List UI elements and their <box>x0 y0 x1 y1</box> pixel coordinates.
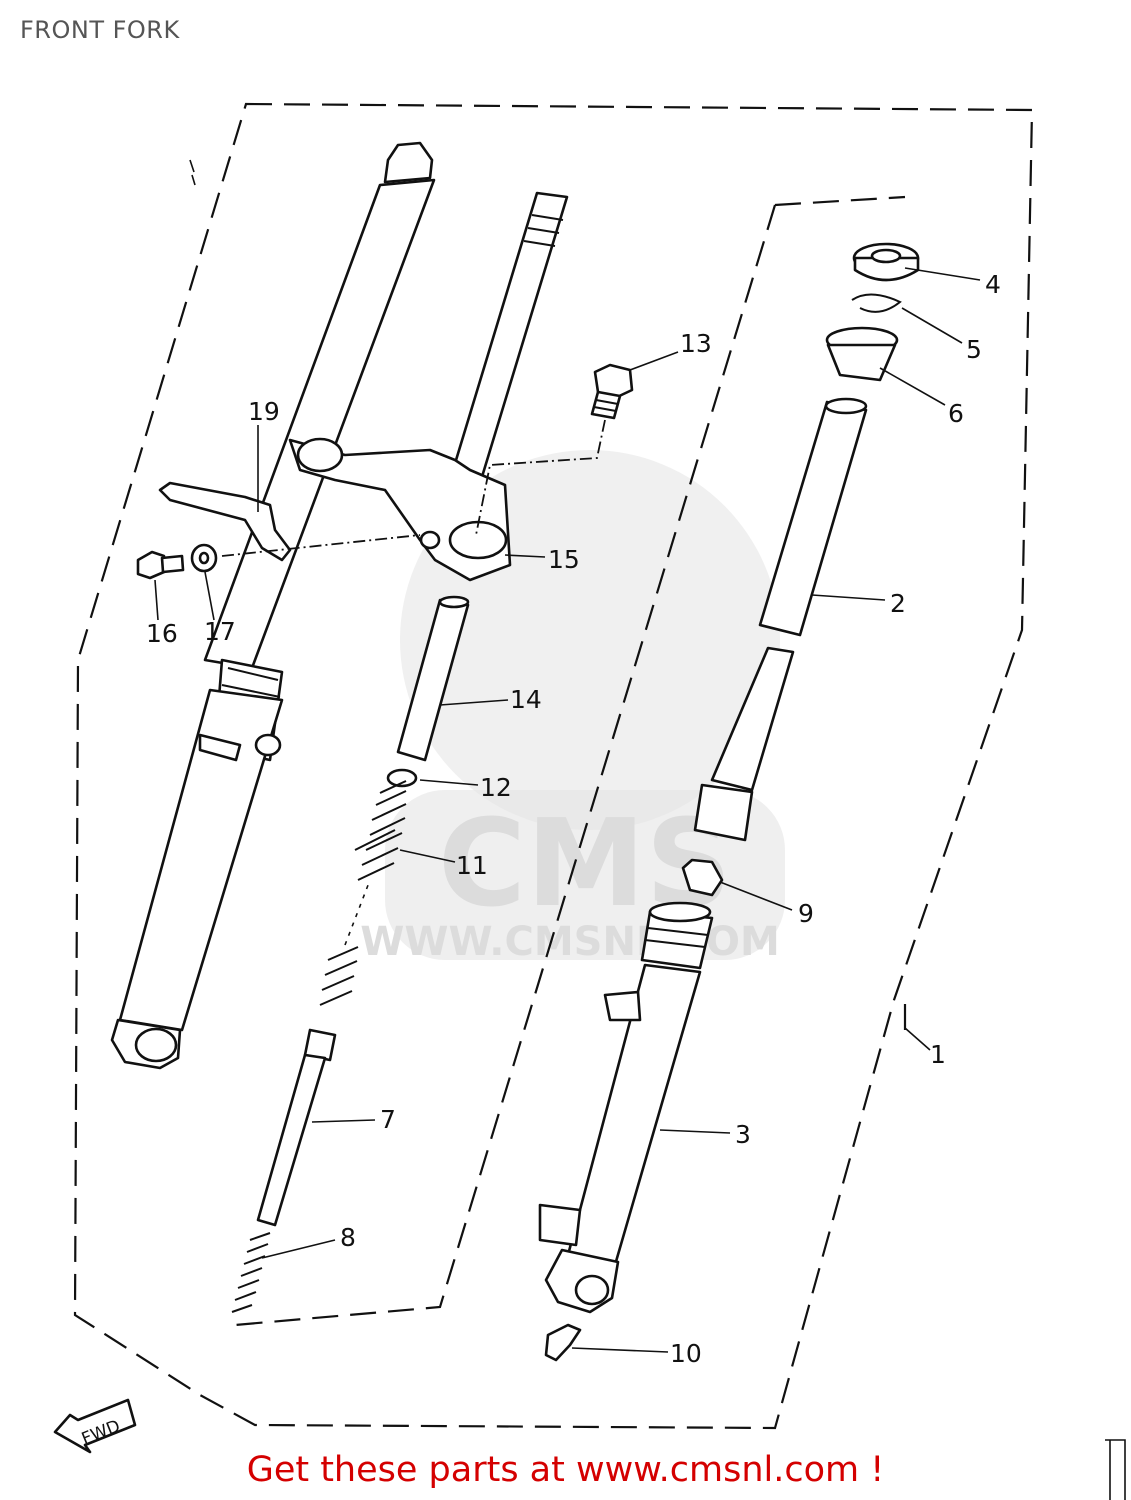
part-12-seat <box>386 768 418 788</box>
callout-1: 1 <box>930 1040 946 1069</box>
part-16-bolt <box>136 550 185 580</box>
callout-12: 12 <box>480 773 512 802</box>
part-17-washer <box>190 543 218 573</box>
part-10-bolt <box>544 1323 582 1362</box>
callout-17: 17 <box>204 617 236 646</box>
callout-10: 10 <box>670 1339 702 1368</box>
page-title: FRONT FORK <box>20 16 180 44</box>
callout-15: 15 <box>548 545 580 574</box>
edge-bracket-mark <box>1105 1439 1126 1500</box>
callout-14: 14 <box>510 685 542 714</box>
part-14-pipe <box>396 595 470 762</box>
callout-13: 13 <box>680 329 712 358</box>
callout-numbers: 1 2 3 4 5 6 7 8 9 10 11 12 13 14 15 16 1… <box>146 270 1001 1368</box>
callout-2: 2 <box>890 589 906 618</box>
inner-tube-upper <box>448 191 569 492</box>
callout-7: 7 <box>380 1105 396 1134</box>
part-8-spring <box>231 1232 271 1313</box>
callout-4: 4 <box>985 270 1001 299</box>
callout-8: 8 <box>340 1223 356 1252</box>
part-11-spring <box>319 780 407 1006</box>
part-4-oil-seal <box>852 242 920 282</box>
part-7-damper-rod <box>256 1028 337 1227</box>
assembly-boundary <box>73 102 1034 1430</box>
fork-assembly-boundary <box>234 195 907 1327</box>
part-2-inner-tube <box>693 397 868 842</box>
part-3-outer-tube <box>538 901 714 1314</box>
footer-link-text[interactable]: Get these parts at www.cmsnl.com ! <box>246 1450 885 1490</box>
callout-3: 3 <box>735 1120 751 1149</box>
callout-16: 16 <box>146 619 178 648</box>
part-13-bolt <box>475 363 634 536</box>
part-5-clip <box>851 293 902 313</box>
leader-16-17-to-bracket <box>221 534 421 557</box>
forward-direction-arrow: FWD <box>53 1398 137 1454</box>
corner-mark <box>189 159 196 186</box>
callout-leaders <box>154 267 981 1353</box>
callout-11: 11 <box>456 851 488 880</box>
part-19-cable-guide <box>158 425 292 562</box>
callout-19: 19 <box>248 397 280 426</box>
callout-9: 9 <box>798 899 814 928</box>
callout-6: 6 <box>948 399 964 428</box>
callout-5: 5 <box>966 335 982 364</box>
part-6-bushing <box>825 326 899 382</box>
part-9-seat <box>681 858 724 897</box>
lower-bracket <box>288 437 512 582</box>
watermark-url-text: WWW.CMSNL.COM <box>360 919 780 965</box>
